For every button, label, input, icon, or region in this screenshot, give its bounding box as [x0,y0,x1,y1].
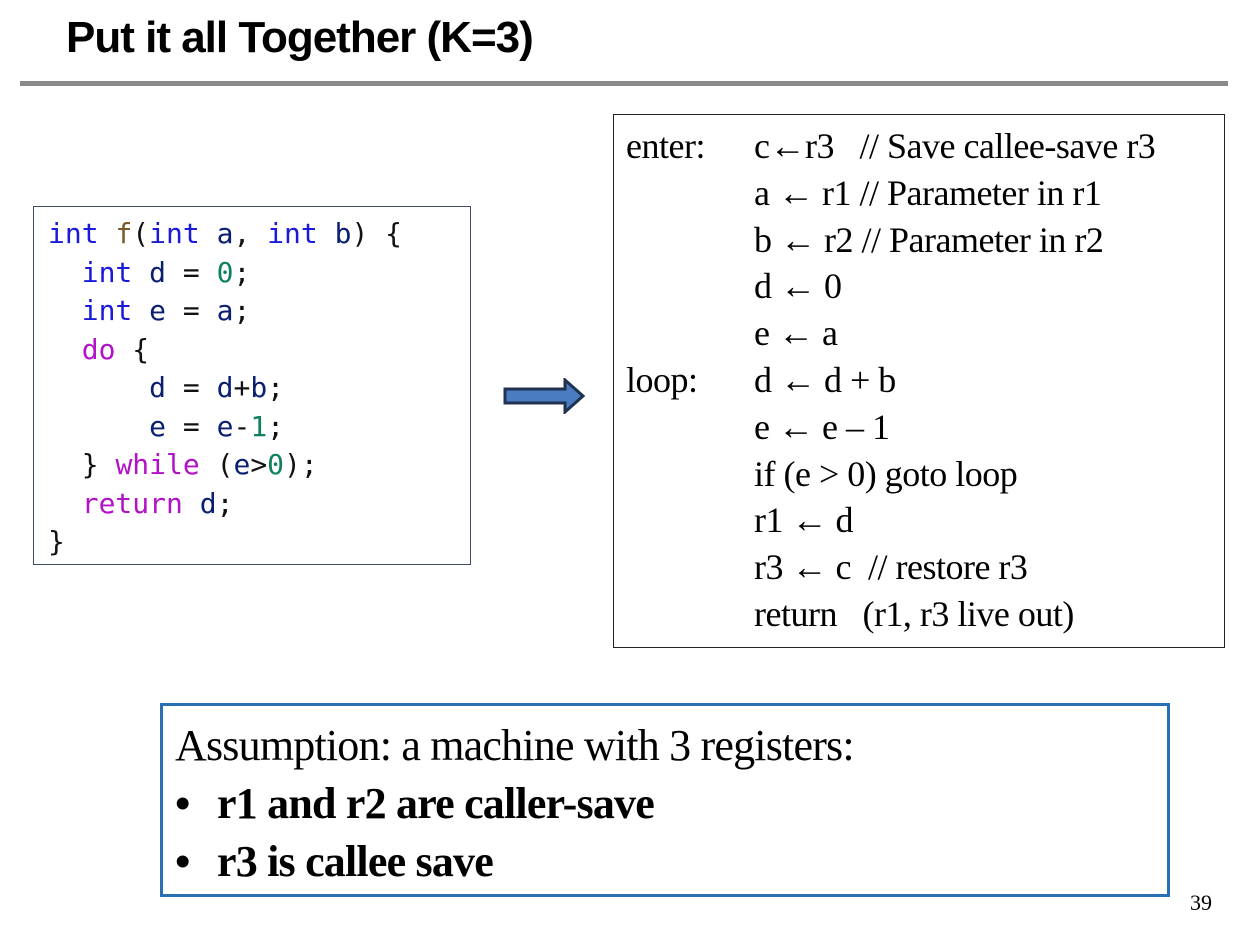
code-token: + [233,371,251,404]
bullet-text: r3 is callee save [217,837,494,886]
code-token: = [166,255,217,289]
ir-instruction: r3 ← c // restore r3 [754,547,1028,588]
source-code-panel: int f(int a, int b) { int d = 0; int e =… [33,206,471,565]
code-token [48,410,149,443]
code-line: } [48,523,402,562]
code-token [132,294,149,327]
code-token: int [48,217,99,250]
code-token [200,217,217,250]
assumption-heading: Assumption: a machine with 3 registers: [175,721,855,770]
code-token: e [149,409,167,443]
code-token: int [81,294,133,327]
code-line: return d; [48,485,402,524]
assumption-box: Assumption: a machine with 3 registers: … [160,703,1170,897]
code-token [48,333,82,366]
code-token: 0 [216,255,234,289]
code-token: ( [132,217,150,250]
code-token: } [48,525,65,558]
code-token: b [250,371,268,404]
right-arrow-icon [503,378,585,414]
code-token: 0 [267,448,285,481]
code-token: a [216,217,234,250]
ir-instruction: a ← r1 // Parameter in r1 [754,172,1102,213]
code-token: d [199,486,217,520]
bullet-icon: • [175,837,190,886]
ir-instruction: d ← 0 [754,266,842,307]
code-token: = [166,294,217,327]
bullet-icon: • [175,779,190,828]
code-token: - [233,409,251,443]
code-token: ); [284,448,318,481]
ir-instruction: d ← d + b [754,360,896,400]
code-token: ; [233,255,251,289]
code-token: 1 [250,409,268,443]
ir-instruction: r1 ← d [754,500,854,541]
code-token: e [216,409,234,443]
assumption-bullet: • r3 is callee save [175,836,494,888]
code-token: int [81,255,133,289]
code-line: } while (e>0); [48,446,402,485]
code-token: d [216,371,234,404]
code-token: ) { [351,217,403,250]
ir-instruction: c←r3 // Save callee-save r3 [754,126,1156,166]
code-token: do [81,332,116,366]
code-line: d = d+b; [48,369,402,408]
assumption-bullet: • r1 and r2 are caller-save [175,778,655,830]
code-token: return [81,486,183,520]
code-token [132,256,149,289]
code-token: int [149,217,200,250]
code-token: e [149,294,167,327]
code-token [318,217,335,250]
title-divider [20,81,1228,86]
code-token: ; [216,486,234,520]
code-token: while [115,448,200,481]
code-token [48,294,82,327]
code-line: do { [48,331,402,370]
code-line: int f(int a, int b) { [48,215,402,254]
ir-instruction: if (e > 0) goto loop [754,453,1018,494]
ir-instruction: e ← e – 1 [754,406,890,447]
bullet-text: r1 and r2 are caller-save [217,779,655,828]
code-token: ( [199,448,234,481]
ir-instruction: b ← r2 // Parameter in r2 [754,219,1104,260]
code-token [183,487,200,520]
code-token: e [233,448,251,481]
code-token: } [48,448,116,481]
page-number: 39 [1190,890,1212,915]
code-token: ; [267,409,285,443]
code-token [99,217,116,250]
code-line: int e = a; [48,292,402,331]
code-token: { [115,332,150,366]
ir-instruction: e ← a [754,313,838,354]
code-token: > [250,448,268,481]
code-line: int d = 0; [48,254,402,293]
ir-code-panel: enter: c←r3 // Save callee-save r3 a ← r1 … [613,114,1225,648]
code-token: d [149,255,167,289]
ir-instruction: return (r1, r3 live out) [754,594,1074,634]
code-token: d [149,371,167,404]
ir-label: loop: [626,360,698,400]
code-token: = [166,409,217,443]
code-token: int [267,217,318,250]
code-token: b [334,217,352,250]
code-token: , [233,217,268,250]
slide-title: Put it all Together (K=3) [66,13,534,62]
code-token [48,256,82,289]
code-line: e = e-1; [48,408,402,447]
code-token [48,371,149,404]
code-token: a [216,294,234,327]
code-token: ; [267,371,285,404]
code-token: ; [233,294,251,327]
code-token: = [166,371,217,404]
code-token: f [115,217,133,250]
source-code: int f(int a, int b) { int d = 0; int e =… [48,215,402,562]
code-token [48,487,82,520]
ir-label: enter: [626,126,705,166]
